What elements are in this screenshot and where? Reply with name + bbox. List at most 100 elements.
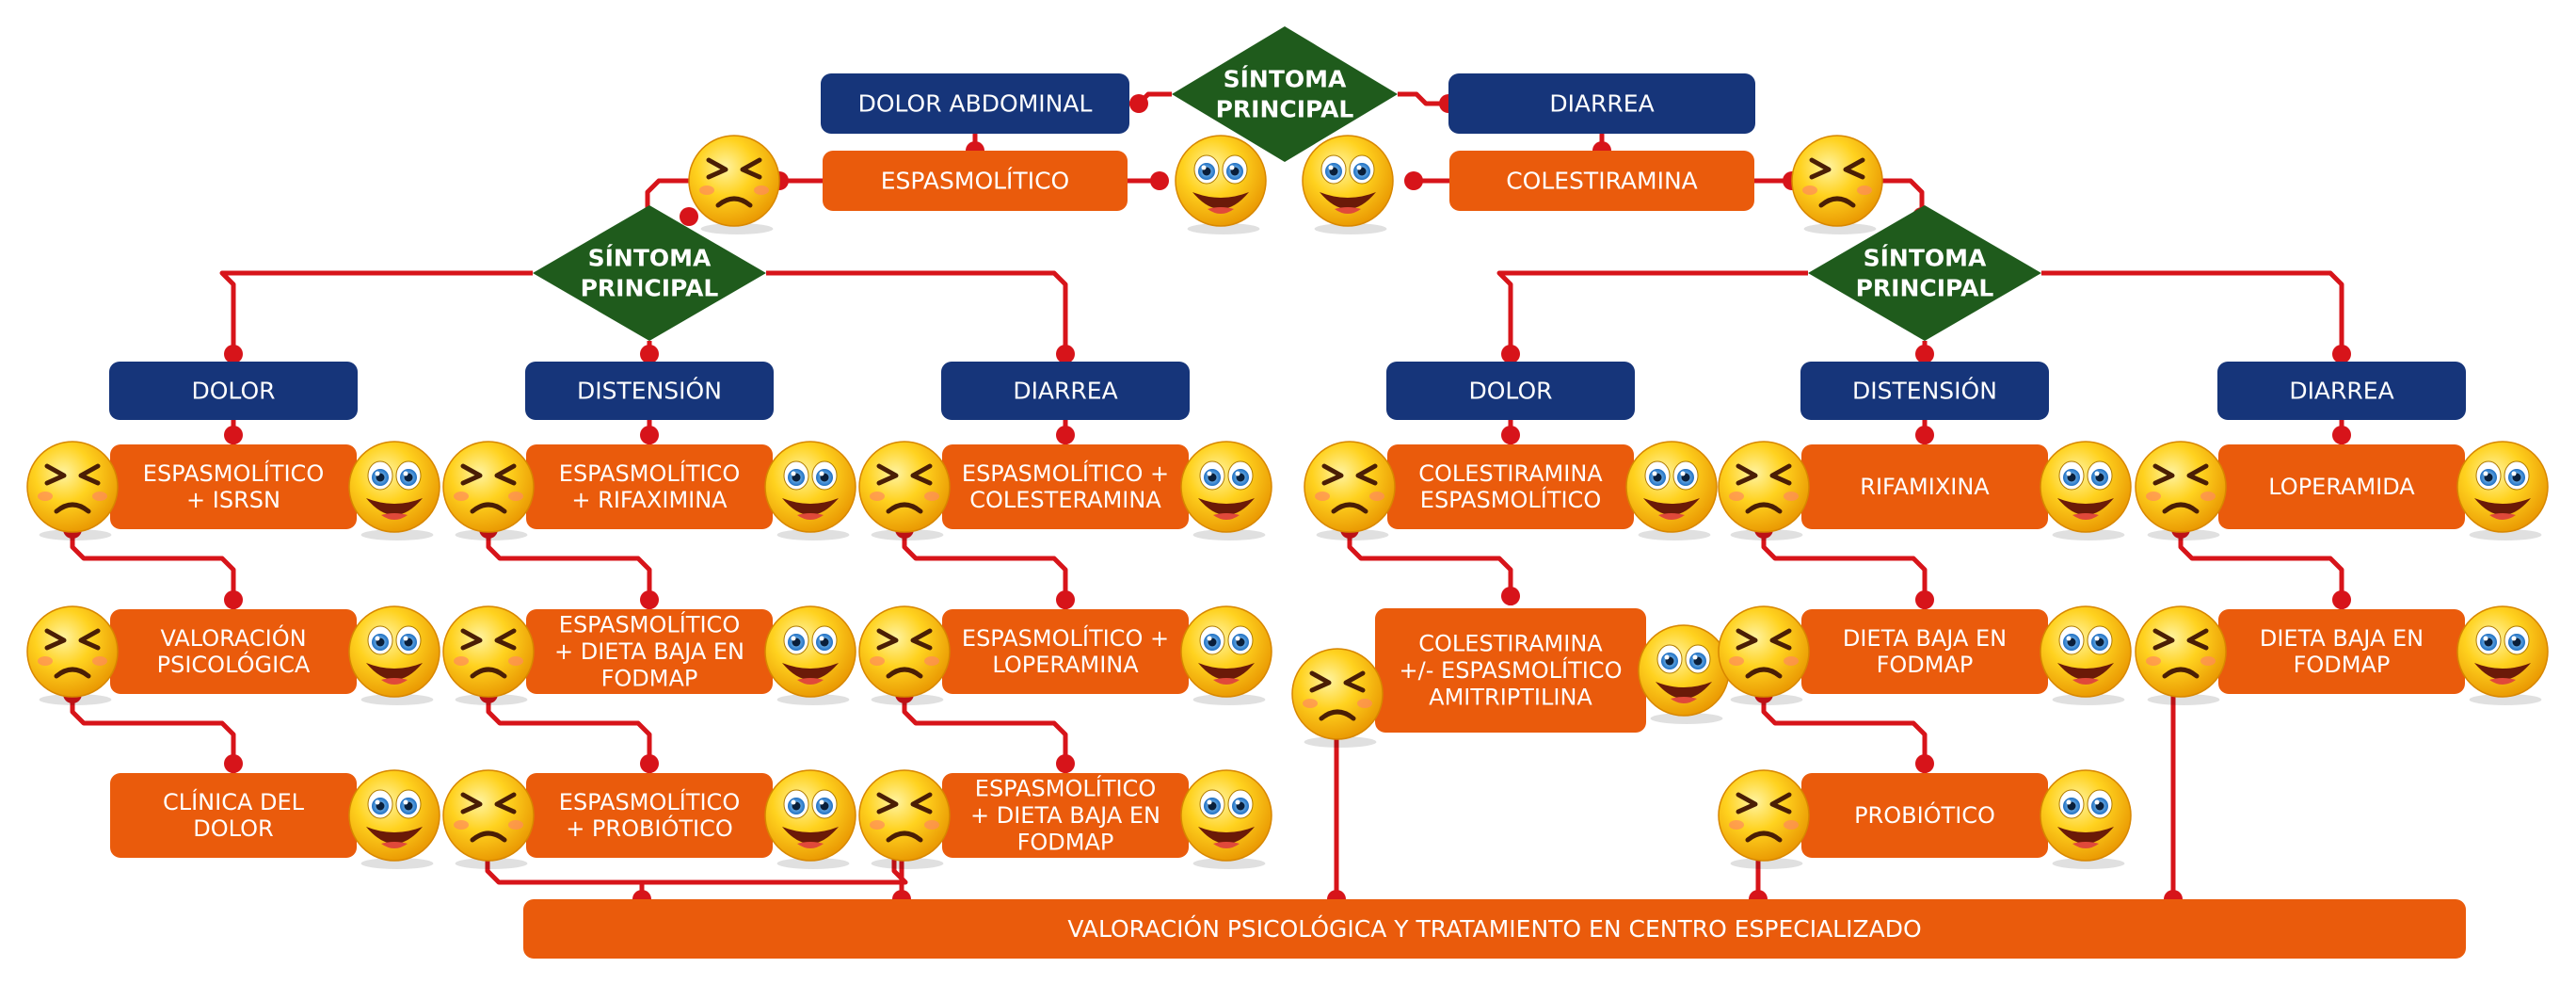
left-step-2-2-line: FODMAP <box>1017 829 1114 855</box>
connector-line <box>486 529 652 609</box>
sad-face-icon <box>442 441 535 540</box>
happy-face-icon <box>348 769 440 869</box>
happy-face-icon <box>1302 135 1394 234</box>
connector-line <box>2178 529 2344 609</box>
connector-line <box>2041 270 2344 354</box>
sad-face-icon <box>858 605 951 705</box>
right-step-0-0-line: COLESTIRAMINA <box>1418 460 1603 487</box>
connector-dot <box>640 345 659 363</box>
left-step-0-1-line: PSICOLÓGICA <box>157 650 311 678</box>
connector-dot <box>224 590 243 609</box>
sad-face-icon <box>1791 135 1883 234</box>
sad-face-icon <box>858 769 951 869</box>
right-step-2-1-line: FODMAP <box>2294 652 2391 678</box>
right-header-col0-shape <box>1386 362 1635 420</box>
connector-dot <box>2332 590 2351 609</box>
right-header-col2-shape <box>2217 362 2466 420</box>
treatment-espasmolitico: ESPASMOLÍTICO <box>823 151 1128 211</box>
happy-face-icon <box>764 769 856 869</box>
connector-line <box>1398 91 1448 106</box>
left-step-1-0-line: ESPASMOLÍTICO <box>559 460 740 487</box>
sad-face-icon <box>1304 441 1396 540</box>
left-step-2-2-line: + DIETA BAJA EN <box>970 802 1160 829</box>
right-step-2-0-shape <box>2218 444 2465 529</box>
sad-face-icon <box>442 769 535 869</box>
bottom-specialized-center-bar-label: VALORACIÓN PSICOLÓGICA Y TRATAMIENTO EN … <box>1067 914 1921 943</box>
happy-face-icon <box>1638 624 1730 724</box>
left-step-1-1-shape <box>526 609 773 694</box>
emoji-faces <box>26 135 2549 869</box>
connector-line <box>1496 270 1808 354</box>
right-header-col1: DISTENSIÓN <box>1800 362 2049 420</box>
happy-face-icon <box>2040 769 2132 869</box>
left-step-2-0-line: ESPASMOLÍTICO + <box>962 460 1169 487</box>
right-step-1-1-line: DIETA BAJA EN <box>1843 625 2007 652</box>
connector-dot <box>1056 426 1075 444</box>
left-header-col2-label: DIARREA <box>1013 378 1117 405</box>
connector-dot <box>1129 94 1148 113</box>
connector-line <box>1347 529 1513 605</box>
left-header-col1-shape <box>525 362 774 420</box>
left-step-2-0-line: COLESTERAMINA <box>969 487 1161 513</box>
left-step-1-1-line: FODMAP <box>601 665 698 691</box>
happy-face-icon <box>348 605 440 705</box>
connector-dot <box>224 426 243 444</box>
happy-face-icon <box>2456 441 2549 540</box>
left-step-0-2-line: DOLOR <box>193 815 273 842</box>
right-step-1-0-line: RIFAMIXINA <box>1860 474 1990 500</box>
right-decision-diamond-shape <box>1808 205 2041 341</box>
sad-face-icon <box>858 441 951 540</box>
left-header-col1: DISTENSIÓN <box>525 362 774 420</box>
right-decision-diamond: SÍNTOMA PRINCIPAL <box>1808 205 2041 341</box>
connector-dot <box>1056 590 1075 609</box>
connector-line <box>639 859 908 899</box>
connector-dot <box>1150 171 1169 190</box>
happy-face-icon <box>764 605 856 705</box>
connector-dot <box>224 754 243 773</box>
left-step-0-0: ESPASMOLÍTICO+ ISRSN <box>110 444 357 529</box>
treatment-colestiramina: COLESTIRAMINA <box>1449 151 1754 211</box>
happy-face-icon <box>2040 441 2132 540</box>
left-step-2-1-shape <box>942 609 1189 694</box>
connector-line <box>70 694 236 773</box>
left-step-2-1-line: LOPERAMINA <box>992 652 1139 678</box>
left-step-0-2-line: CLÍNICA DEL <box>163 788 305 815</box>
left-header-col2-shape <box>941 362 1190 420</box>
connector-line <box>1761 529 1928 609</box>
connector-line <box>219 270 533 354</box>
right-step-0-1-shape <box>1375 608 1646 733</box>
bottom-specialized-center-bar: VALORACIÓN PSICOLÓGICA Y TRATAMIENTO EN … <box>523 899 2466 959</box>
main-decision-diamond-shape <box>1172 26 1398 162</box>
header-dolor-abdominal-label: DOLOR ABDOMINAL <box>858 90 1093 118</box>
happy-face-icon <box>2456 605 2549 705</box>
left-header-col0-label: DOLOR <box>191 378 275 405</box>
right-step-1-1-line: FODMAP <box>1877 652 1974 678</box>
right-step-2-0-line: LOPERAMIDA <box>2268 474 2415 500</box>
right-header-col0-label: DOLOR <box>1468 378 1552 405</box>
left-step-1-0-line: + RIFAXIMINA <box>571 487 728 513</box>
header-diarrea-main: DIARREA <box>1448 73 1755 134</box>
right-decision-diamond-line: PRINCIPAL <box>1856 275 1994 302</box>
connector-dot <box>1915 426 1934 444</box>
right-step-1-2-shape <box>1801 773 2048 858</box>
bottom-specialized-center-bar-shape <box>523 899 2466 959</box>
right-decision-diamond-line: SÍNTOMA <box>1864 245 1987 272</box>
connector-dot <box>2332 345 2351 363</box>
connector-line <box>485 857 642 885</box>
sad-face-icon <box>26 441 119 540</box>
connector-dot <box>1501 426 1520 444</box>
happy-face-icon <box>348 441 440 540</box>
right-step-0-1-line: AMITRIPTILINA <box>1429 684 1592 710</box>
happy-face-icon <box>764 441 856 540</box>
sad-face-icon <box>1291 648 1384 748</box>
connector-dot <box>2332 426 2351 444</box>
header-diarrea-main-shape <box>1448 73 1755 134</box>
connector-line <box>486 694 652 773</box>
left-decision-diamond-line: SÍNTOMA <box>588 245 712 272</box>
connector-line <box>902 529 1068 609</box>
